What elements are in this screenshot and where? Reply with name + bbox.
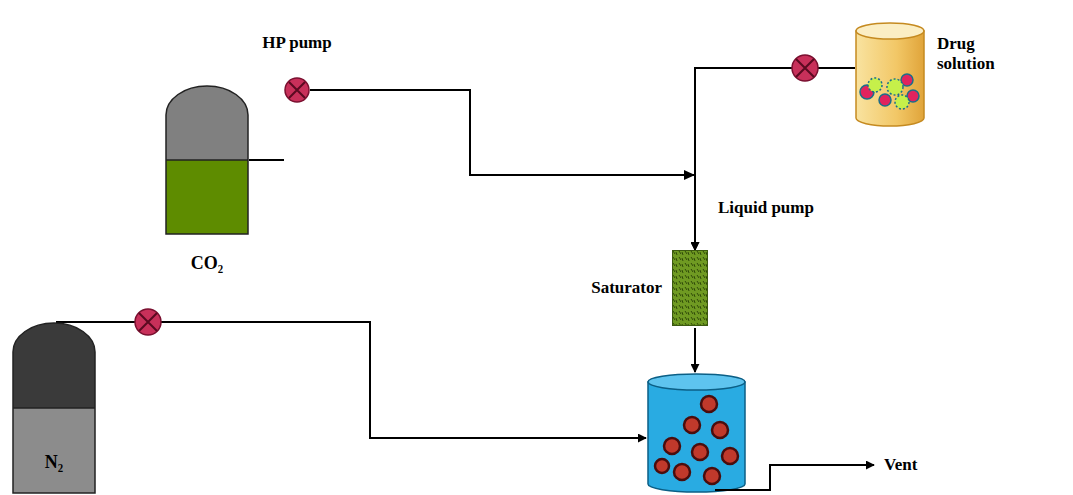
pump-symbol bbox=[135, 309, 161, 335]
solution-container bbox=[855, 22, 925, 127]
flow-line bbox=[249, 159, 284, 161]
n2-cylinder: N₂ bbox=[12, 322, 96, 494]
flow-line bbox=[695, 68, 855, 250]
gas-cylinder bbox=[165, 85, 249, 235]
node-label: Drug solution bbox=[937, 34, 1027, 75]
co2-cylinder: CO₂ bbox=[165, 85, 249, 235]
hp-pump: HP pump bbox=[284, 77, 310, 103]
precipitation-vessel bbox=[648, 374, 745, 492]
junction-arrowhead bbox=[684, 170, 695, 180]
flow-line bbox=[694, 328, 696, 372]
pump-symbol bbox=[284, 77, 310, 103]
flow-line bbox=[310, 90, 695, 250]
node-label: Saturator bbox=[591, 278, 662, 298]
saturator: Saturator bbox=[672, 250, 708, 326]
vent-line bbox=[715, 465, 874, 490]
vent-label: Vent bbox=[884, 455, 917, 475]
flow-line bbox=[56, 322, 646, 438]
node-label: N₂ bbox=[45, 452, 63, 474]
saturator-column bbox=[672, 250, 708, 326]
node-label: HP pump bbox=[262, 33, 331, 53]
pump-label: Liquid pump bbox=[718, 198, 814, 218]
node-label: CO₂ bbox=[191, 253, 223, 275]
pump-symbol bbox=[792, 55, 818, 81]
drug-solution-container: Drug solution bbox=[855, 22, 925, 127]
